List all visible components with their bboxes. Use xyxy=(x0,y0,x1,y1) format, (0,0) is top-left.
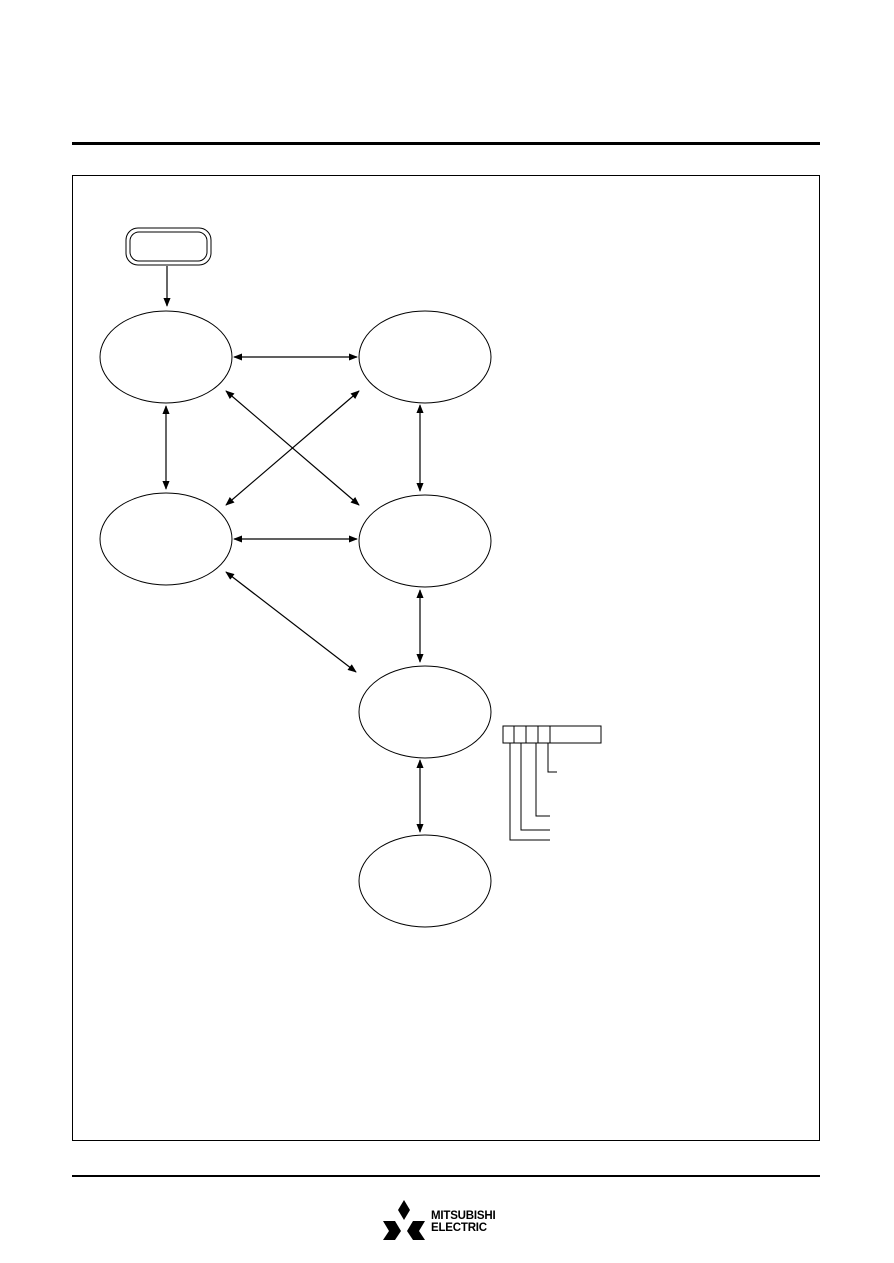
start-box xyxy=(125,227,212,266)
state-1 xyxy=(99,310,233,404)
arrow-state-3-state-5 xyxy=(225,571,357,673)
register-bit-diagram xyxy=(502,725,602,841)
header-rule xyxy=(72,142,820,145)
state-2 xyxy=(358,310,492,404)
brand-line-2: ELECTRIC xyxy=(431,1222,487,1234)
state-4 xyxy=(358,494,492,588)
state-5 xyxy=(358,665,492,759)
mitsubishi-logo: MITSUBISHI ELECTRIC xyxy=(381,1199,521,1243)
three-diamonds-icon xyxy=(383,1200,425,1240)
state-6 xyxy=(358,834,492,928)
brand-line-1: MITSUBISHI xyxy=(431,1210,496,1222)
brand-name: MITSUBISHI ELECTRIC xyxy=(431,1210,496,1234)
diagram-frame xyxy=(72,175,820,1141)
arrow-state-2-state-3 xyxy=(225,390,360,506)
footer-rule xyxy=(72,1175,820,1177)
state-3 xyxy=(99,492,233,586)
